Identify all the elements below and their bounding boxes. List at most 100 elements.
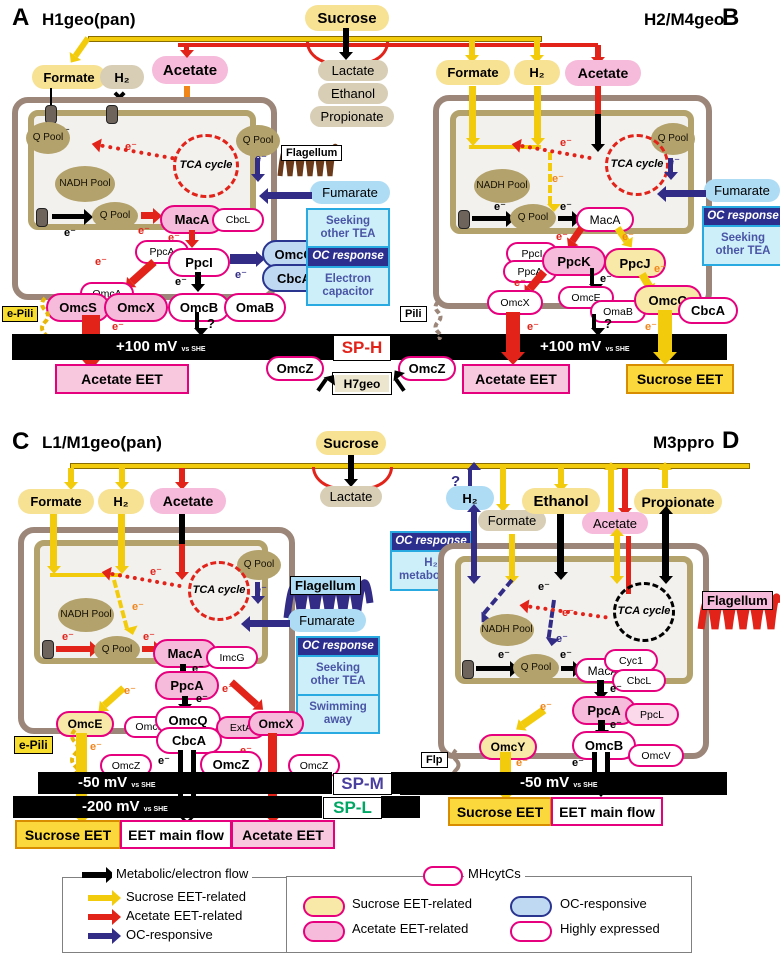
legend-arrow-sucrose bbox=[88, 895, 112, 901]
ppca-to-omcb-arrow-D bbox=[598, 720, 605, 730]
fumarate-oval-C: Fumarate bbox=[288, 609, 366, 632]
electrode-bar-C-SPM bbox=[38, 772, 332, 794]
yellow-join-line-B bbox=[469, 145, 541, 149]
tca-cycle-C: TCA cycle bbox=[188, 561, 250, 621]
h2-uptake-arrow-B bbox=[534, 86, 541, 138]
qpool-to-flagellum-arrow-C bbox=[255, 582, 260, 596]
formate-branch-arrow-A bbox=[72, 36, 91, 58]
cyt-OmaB-B: OmaB bbox=[590, 300, 646, 323]
mv-value-C-SPM: -50 mV bbox=[78, 774, 128, 791]
legend-oval-sucrose-icon bbox=[303, 896, 345, 917]
cyt-OmcZ-center-right: OmcZ bbox=[398, 356, 456, 381]
pump-to-qpool-arrow-D bbox=[476, 666, 510, 671]
byproduct-lactate-C: Lactate bbox=[320, 486, 382, 507]
sucrose-oval-C: Sucrose bbox=[316, 431, 386, 455]
tca-label-A: TCA cycle bbox=[179, 159, 233, 172]
sp-h-label: SP-H bbox=[341, 338, 383, 357]
formate-oval-C: Formate bbox=[18, 489, 94, 514]
h2-branch-arrow-C bbox=[119, 468, 125, 482]
flagellum-coil-A bbox=[277, 143, 341, 177]
acetate-inner-arrow-C bbox=[179, 544, 185, 572]
e-label: e⁻ bbox=[645, 321, 657, 333]
formate-oval-A: Formate bbox=[32, 65, 106, 89]
byproduct-lactate-A: Lactate bbox=[318, 60, 388, 81]
e-label: e⁻ bbox=[560, 137, 572, 149]
ppci-to-omcq-arrow-A bbox=[230, 254, 256, 264]
electrode-mv-A: +100 mV vs SHE bbox=[116, 338, 206, 355]
vs-she-A: vs SHE bbox=[181, 346, 206, 353]
e-label: e⁻ bbox=[112, 321, 124, 333]
acetate-oval-A: Acetate bbox=[152, 56, 228, 84]
formate-oval-B: Formate bbox=[436, 60, 510, 85]
h7geo-to-omcz-left-arrow bbox=[316, 378, 328, 392]
omcb-question-arrow-A bbox=[195, 312, 199, 328]
pump-to-qpool-arrow-B bbox=[472, 216, 506, 221]
byproduct-propionate-A: Propionate bbox=[310, 106, 394, 127]
e-label: e⁻ bbox=[138, 225, 150, 237]
legend-label-oc: OC-responsive bbox=[122, 927, 217, 942]
e-label: e⁻ bbox=[562, 607, 574, 619]
cyt-PpcL-D: PpcL bbox=[625, 703, 679, 726]
eet-main-flow-output-D: EET main flow bbox=[551, 797, 663, 826]
sucrose-arrow-C bbox=[348, 455, 354, 479]
e-label: e⁻ bbox=[125, 141, 137, 153]
panelC-title: L1/M1geo(pan) bbox=[42, 433, 162, 452]
cyt-OmcV-D: OmcV bbox=[628, 744, 684, 767]
acetate-oval-D: Acetate bbox=[582, 512, 648, 534]
e-label: e⁻ bbox=[572, 757, 584, 769]
legend-oval-high-icon bbox=[510, 921, 552, 942]
response-oc-B: OC response bbox=[704, 208, 780, 228]
h2-oval-A: H₂ bbox=[100, 65, 144, 89]
sucrose-eet-output-C: Sucrose EET bbox=[15, 820, 121, 849]
qpool-B-mid: Q Pool bbox=[510, 204, 556, 232]
eet-main-flow-label-D: EET main flow bbox=[559, 803, 655, 820]
panelA-letter: A bbox=[12, 4, 30, 31]
cyt-OmcX-B: OmcX bbox=[487, 290, 543, 315]
e-label: e⁻ bbox=[560, 201, 572, 213]
e-label: e⁻ bbox=[527, 321, 539, 333]
e-label: e⁻ bbox=[175, 276, 187, 288]
maca-to-ppci-arrow-A bbox=[189, 230, 195, 240]
ethanol-uptake-arrow-D bbox=[557, 514, 564, 572]
acetate-oval-B: Acetate bbox=[565, 60, 641, 86]
cyt-PpcJ-B: PpcJ bbox=[604, 248, 666, 278]
nadh-pool-C: NADH Pool bbox=[58, 598, 114, 632]
acetate-oval-C: Acetate bbox=[150, 488, 226, 514]
mv-value-B: +100 mV bbox=[540, 338, 602, 355]
h2-branch-arrow-B bbox=[534, 41, 540, 55]
legend-arrow-oc bbox=[88, 933, 112, 939]
acetate-uptake-arrow-C bbox=[179, 514, 185, 544]
sucrose-eet-arrow-D bbox=[500, 752, 511, 788]
eet-main-flow-output-C: EET main flow bbox=[120, 820, 232, 849]
h2-oval-B: H₂ bbox=[514, 60, 560, 85]
qpool-to-maca-arrow-D bbox=[561, 666, 573, 671]
e-label: e⁻ bbox=[196, 693, 208, 705]
supply-line-sucrose-row2 bbox=[70, 463, 750, 469]
qpool-D-mid: Q Pool bbox=[513, 654, 559, 682]
response-seeking-B: Seeking other TEA bbox=[715, 232, 771, 258]
propionate-oval-D: Propionate bbox=[634, 489, 722, 514]
flp-label-D: Flp bbox=[421, 752, 448, 768]
e-label: e⁻ bbox=[255, 584, 267, 596]
acetate-return-arrow-D bbox=[608, 470, 614, 512]
flagellum-label-D: Flagellum bbox=[702, 591, 773, 610]
vs-she-B: vs SHE bbox=[605, 346, 630, 353]
acetate-inner-arrow-D bbox=[626, 536, 631, 594]
propionate-return-arrow-D bbox=[662, 470, 668, 488]
e-label: e⁻ bbox=[540, 701, 552, 713]
e-label: e⁻ bbox=[168, 232, 180, 244]
omab-question-arrow-B bbox=[592, 314, 596, 328]
eet-main-arrow-D-inner bbox=[597, 752, 605, 780]
electrode-mv-C-SPL: -200 mV vs SHE bbox=[82, 798, 168, 815]
response-box-A: Seeking other TEA OC response Electron c… bbox=[306, 208, 390, 307]
mv-value-C-SPL: -200 mV bbox=[82, 798, 140, 815]
e-label: e⁻ bbox=[222, 683, 234, 695]
tca-cycle-A: TCA cycle bbox=[173, 134, 239, 198]
e-label: e⁻ bbox=[95, 256, 107, 268]
e-label: e⁻ bbox=[552, 173, 564, 185]
membrane-transporter-icon bbox=[36, 208, 48, 227]
response-seeking-C: Seeking other TEA bbox=[298, 657, 378, 696]
electrode-mv-B: +100 mV vs SHE bbox=[540, 338, 630, 355]
acetate-inner-arrow-B bbox=[595, 114, 601, 144]
panelC-letter: C bbox=[12, 428, 30, 455]
